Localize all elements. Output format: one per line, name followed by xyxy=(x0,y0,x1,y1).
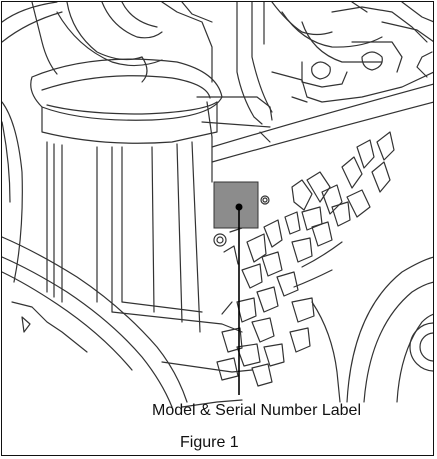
discharge-chute-housing xyxy=(2,2,223,333)
snowblower-illustration xyxy=(2,2,433,408)
callout-label: Model & Serial Number Label xyxy=(152,402,361,419)
frame-crossbar xyxy=(211,83,433,163)
figure-caption: Figure 1 xyxy=(180,434,239,451)
impeller-wheel xyxy=(311,256,433,403)
model-serial-label-plate xyxy=(213,181,259,229)
auger-blade-array xyxy=(216,131,395,387)
hex-bolt xyxy=(213,195,270,247)
auger-housing-shell xyxy=(2,101,253,408)
engine-mechanism xyxy=(196,2,433,138)
